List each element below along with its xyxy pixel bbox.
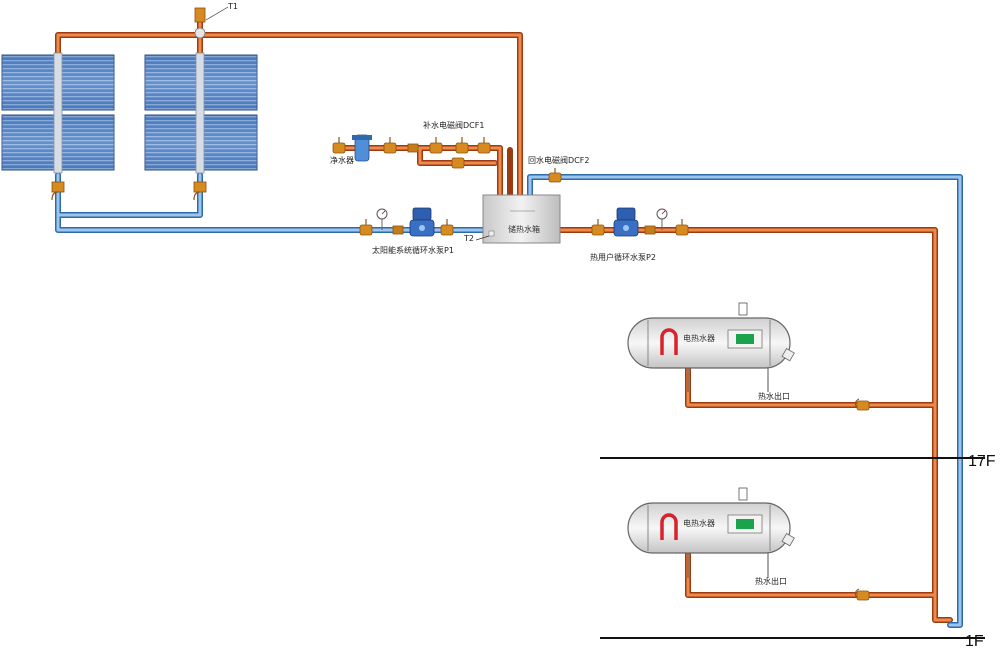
pump-icon	[613, 207, 639, 237]
solenoid-valve-dcf1	[429, 137, 491, 169]
check-valve	[51, 181, 65, 201]
electric-water-heater: 电热水器 热水出口	[627, 487, 795, 586]
pump-p2-label: 热用户循环水泵P2	[590, 252, 656, 262]
valve-icon	[854, 398, 870, 411]
solar-circulation-pump-p1: 太阳能系统循环水泵P1	[359, 207, 454, 255]
pump-p1-label: 太阳能系统循环水泵P1	[372, 245, 454, 255]
outlet-upper-label: 热水出口	[758, 391, 790, 401]
makeup-water-line: 净水器 补水电磁阀DCF1	[330, 120, 491, 169]
pressure-gauge-icon	[656, 208, 668, 230]
solenoid-valve-dcf2: 回水电磁阀DCF2	[528, 155, 589, 183]
t2-label: T2	[463, 234, 474, 243]
floor-1f-label: 1F	[965, 633, 984, 650]
outlet-lower-label: 热水出口	[755, 576, 787, 586]
valve-icon	[440, 219, 454, 236]
valve-icon	[854, 588, 870, 601]
valve-icon	[675, 219, 689, 236]
valve-icon	[332, 137, 346, 154]
pressure-gauge-icon	[376, 208, 388, 230]
water-purifier	[352, 134, 372, 162]
floor-17f-label: 17F	[968, 453, 996, 470]
valve-icon	[383, 137, 397, 154]
valve-icon	[359, 219, 373, 236]
valve-icon	[591, 219, 605, 236]
t1-label: T1	[227, 2, 238, 11]
solar-collector-array	[1, 52, 258, 174]
makeup-valve-label: 补水电磁阀DCF1	[423, 120, 484, 130]
storage-tank: 储热水箱 T2	[463, 194, 561, 244]
electric-water-heater: 电热水器 热水出口	[627, 302, 795, 401]
user-circulation-pump-p2: 热用户循环水泵P2	[590, 207, 689, 262]
tank-label: 储热水箱	[508, 224, 540, 234]
heater-upper-label: 电热水器	[683, 333, 715, 343]
return-valve-label: 回水电磁阀DCF2	[528, 155, 589, 165]
heater-lower-label: 电热水器	[683, 518, 715, 528]
air-vent-t1: T1	[194, 2, 238, 39]
pump-icon	[409, 207, 435, 237]
purifier-label: 净水器	[330, 155, 354, 165]
check-valve	[193, 181, 207, 201]
